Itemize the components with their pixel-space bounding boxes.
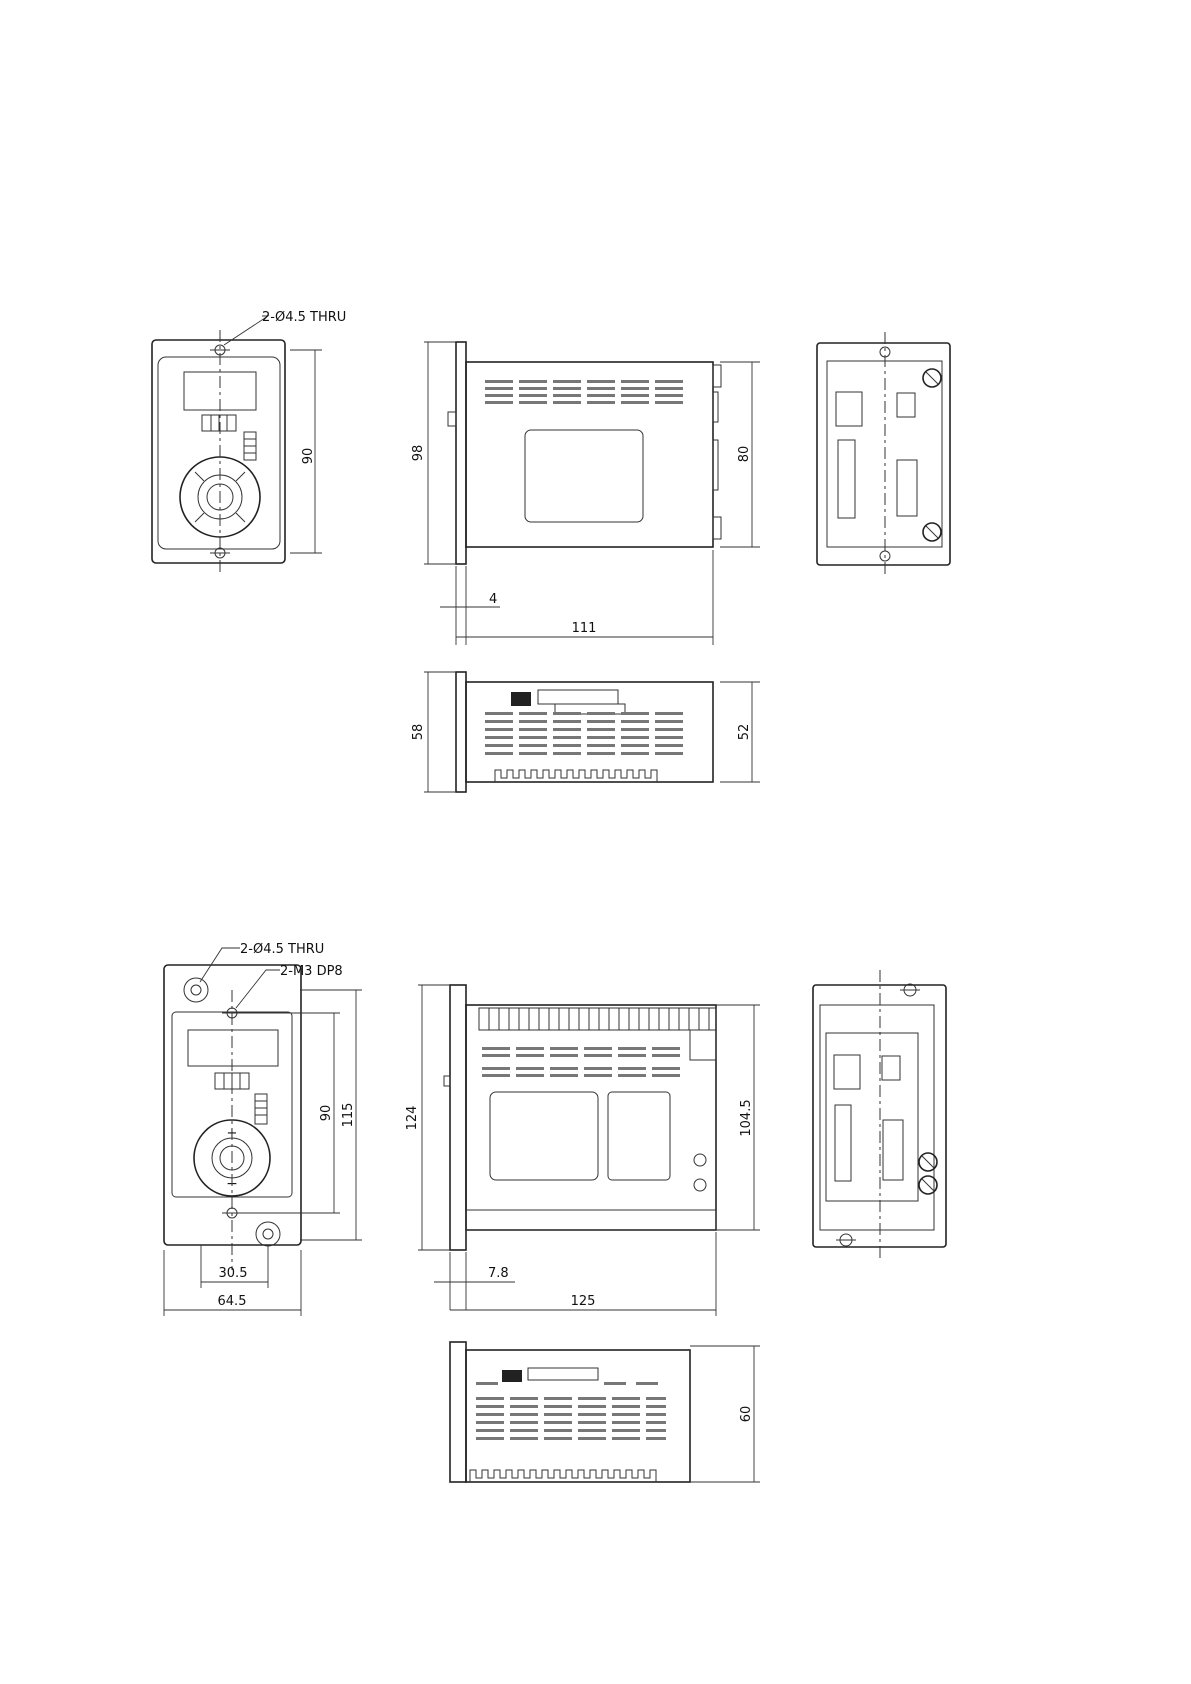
- heatsink-fins-a: [495, 770, 657, 782]
- bottom-vents-a: [485, 712, 683, 755]
- connector-4pin: [897, 393, 915, 417]
- rear-view-a: [817, 332, 950, 578]
- dim-depth: 125: [571, 1294, 596, 1309]
- terminal-strip-signal: [835, 1105, 851, 1181]
- hole-note: 2-Ø4.5 THRU: [262, 310, 346, 325]
- side-flange: [450, 985, 466, 1250]
- dim-height: 98: [411, 445, 426, 462]
- side-label-area-right: [608, 1092, 670, 1180]
- side-vents-b: [482, 1047, 680, 1077]
- side-flange: [456, 342, 466, 564]
- drawing-a: 2-Ø4.5 THRU 90 98 80: [152, 310, 950, 792]
- side-body: [466, 1005, 716, 1230]
- connector-6pin: [836, 392, 862, 426]
- front-panel-outline: [152, 340, 285, 563]
- dim-height: 90: [301, 448, 316, 465]
- bottom-view-b: 60: [450, 1342, 760, 1482]
- dim-hole-offset: 30.5: [219, 1266, 248, 1281]
- side-label-area-left: [490, 1092, 598, 1180]
- dim-inner-height: 90: [319, 1105, 334, 1122]
- mount-hole-bottom: [256, 1222, 280, 1246]
- dim-flange: 4: [489, 592, 497, 607]
- terminal-strip-signal: [838, 440, 855, 518]
- dim-height: 58: [411, 724, 426, 741]
- dim-depth: 111: [572, 621, 597, 636]
- side-vents-a: [485, 380, 683, 404]
- bottom-body: [466, 682, 713, 782]
- dim-outer-height: 115: [341, 1103, 356, 1128]
- top-terminals: [479, 1008, 716, 1030]
- rear-connector-panel: [826, 1033, 918, 1201]
- indicator-strip: [255, 1094, 267, 1124]
- bottom-flange: [456, 672, 466, 792]
- rear-inner-frame: [820, 1005, 934, 1230]
- front-bezel: [158, 357, 280, 549]
- tap-leader: [236, 970, 280, 1008]
- dim-inner-height: 52: [737, 724, 752, 741]
- side-label-area: [525, 430, 643, 522]
- mount-hole-top: [184, 978, 208, 1002]
- fan-connector: [511, 692, 531, 706]
- heatsink-fins-b: [470, 1470, 656, 1482]
- display-window: [188, 1030, 278, 1066]
- tap-note: 2-M3 DP8: [280, 964, 343, 979]
- fan-connector: [502, 1370, 522, 1382]
- front-view-b: + − 2-Ø4.5 THRU 2-M3 DP8 90 115 30.5: [164, 942, 362, 1316]
- dim-height: 124: [405, 1106, 420, 1131]
- dim-width: 64.5: [218, 1294, 247, 1309]
- drawing-b: + − 2-Ø4.5 THRU 2-M3 DP8 90 115 30.5: [164, 942, 946, 1482]
- bottom-flange: [450, 1342, 466, 1482]
- bottom-vents-b: [476, 1382, 666, 1440]
- bottom-view-a: 58 52: [411, 672, 760, 792]
- side-view-b: 124 104.5 7.8 125: [405, 985, 760, 1316]
- hole-note: 2-Ø4.5 THRU: [240, 942, 324, 957]
- dim-flange: 7.8: [488, 1266, 509, 1281]
- terminal-block-power: [883, 1120, 903, 1180]
- connector-6pin: [834, 1055, 860, 1089]
- front-view-a: 2-Ø4.5 THRU 90: [152, 310, 346, 575]
- dim-inner-height: 80: [737, 446, 752, 463]
- dim-inner-height: 104.5: [739, 1099, 754, 1136]
- terminal-block-power: [897, 460, 917, 516]
- rear-view-b: [813, 970, 946, 1262]
- dim-height: 60: [739, 1406, 754, 1423]
- side-view-a: 98 80 4 111: [411, 342, 760, 645]
- connector-4pin: [882, 1056, 900, 1080]
